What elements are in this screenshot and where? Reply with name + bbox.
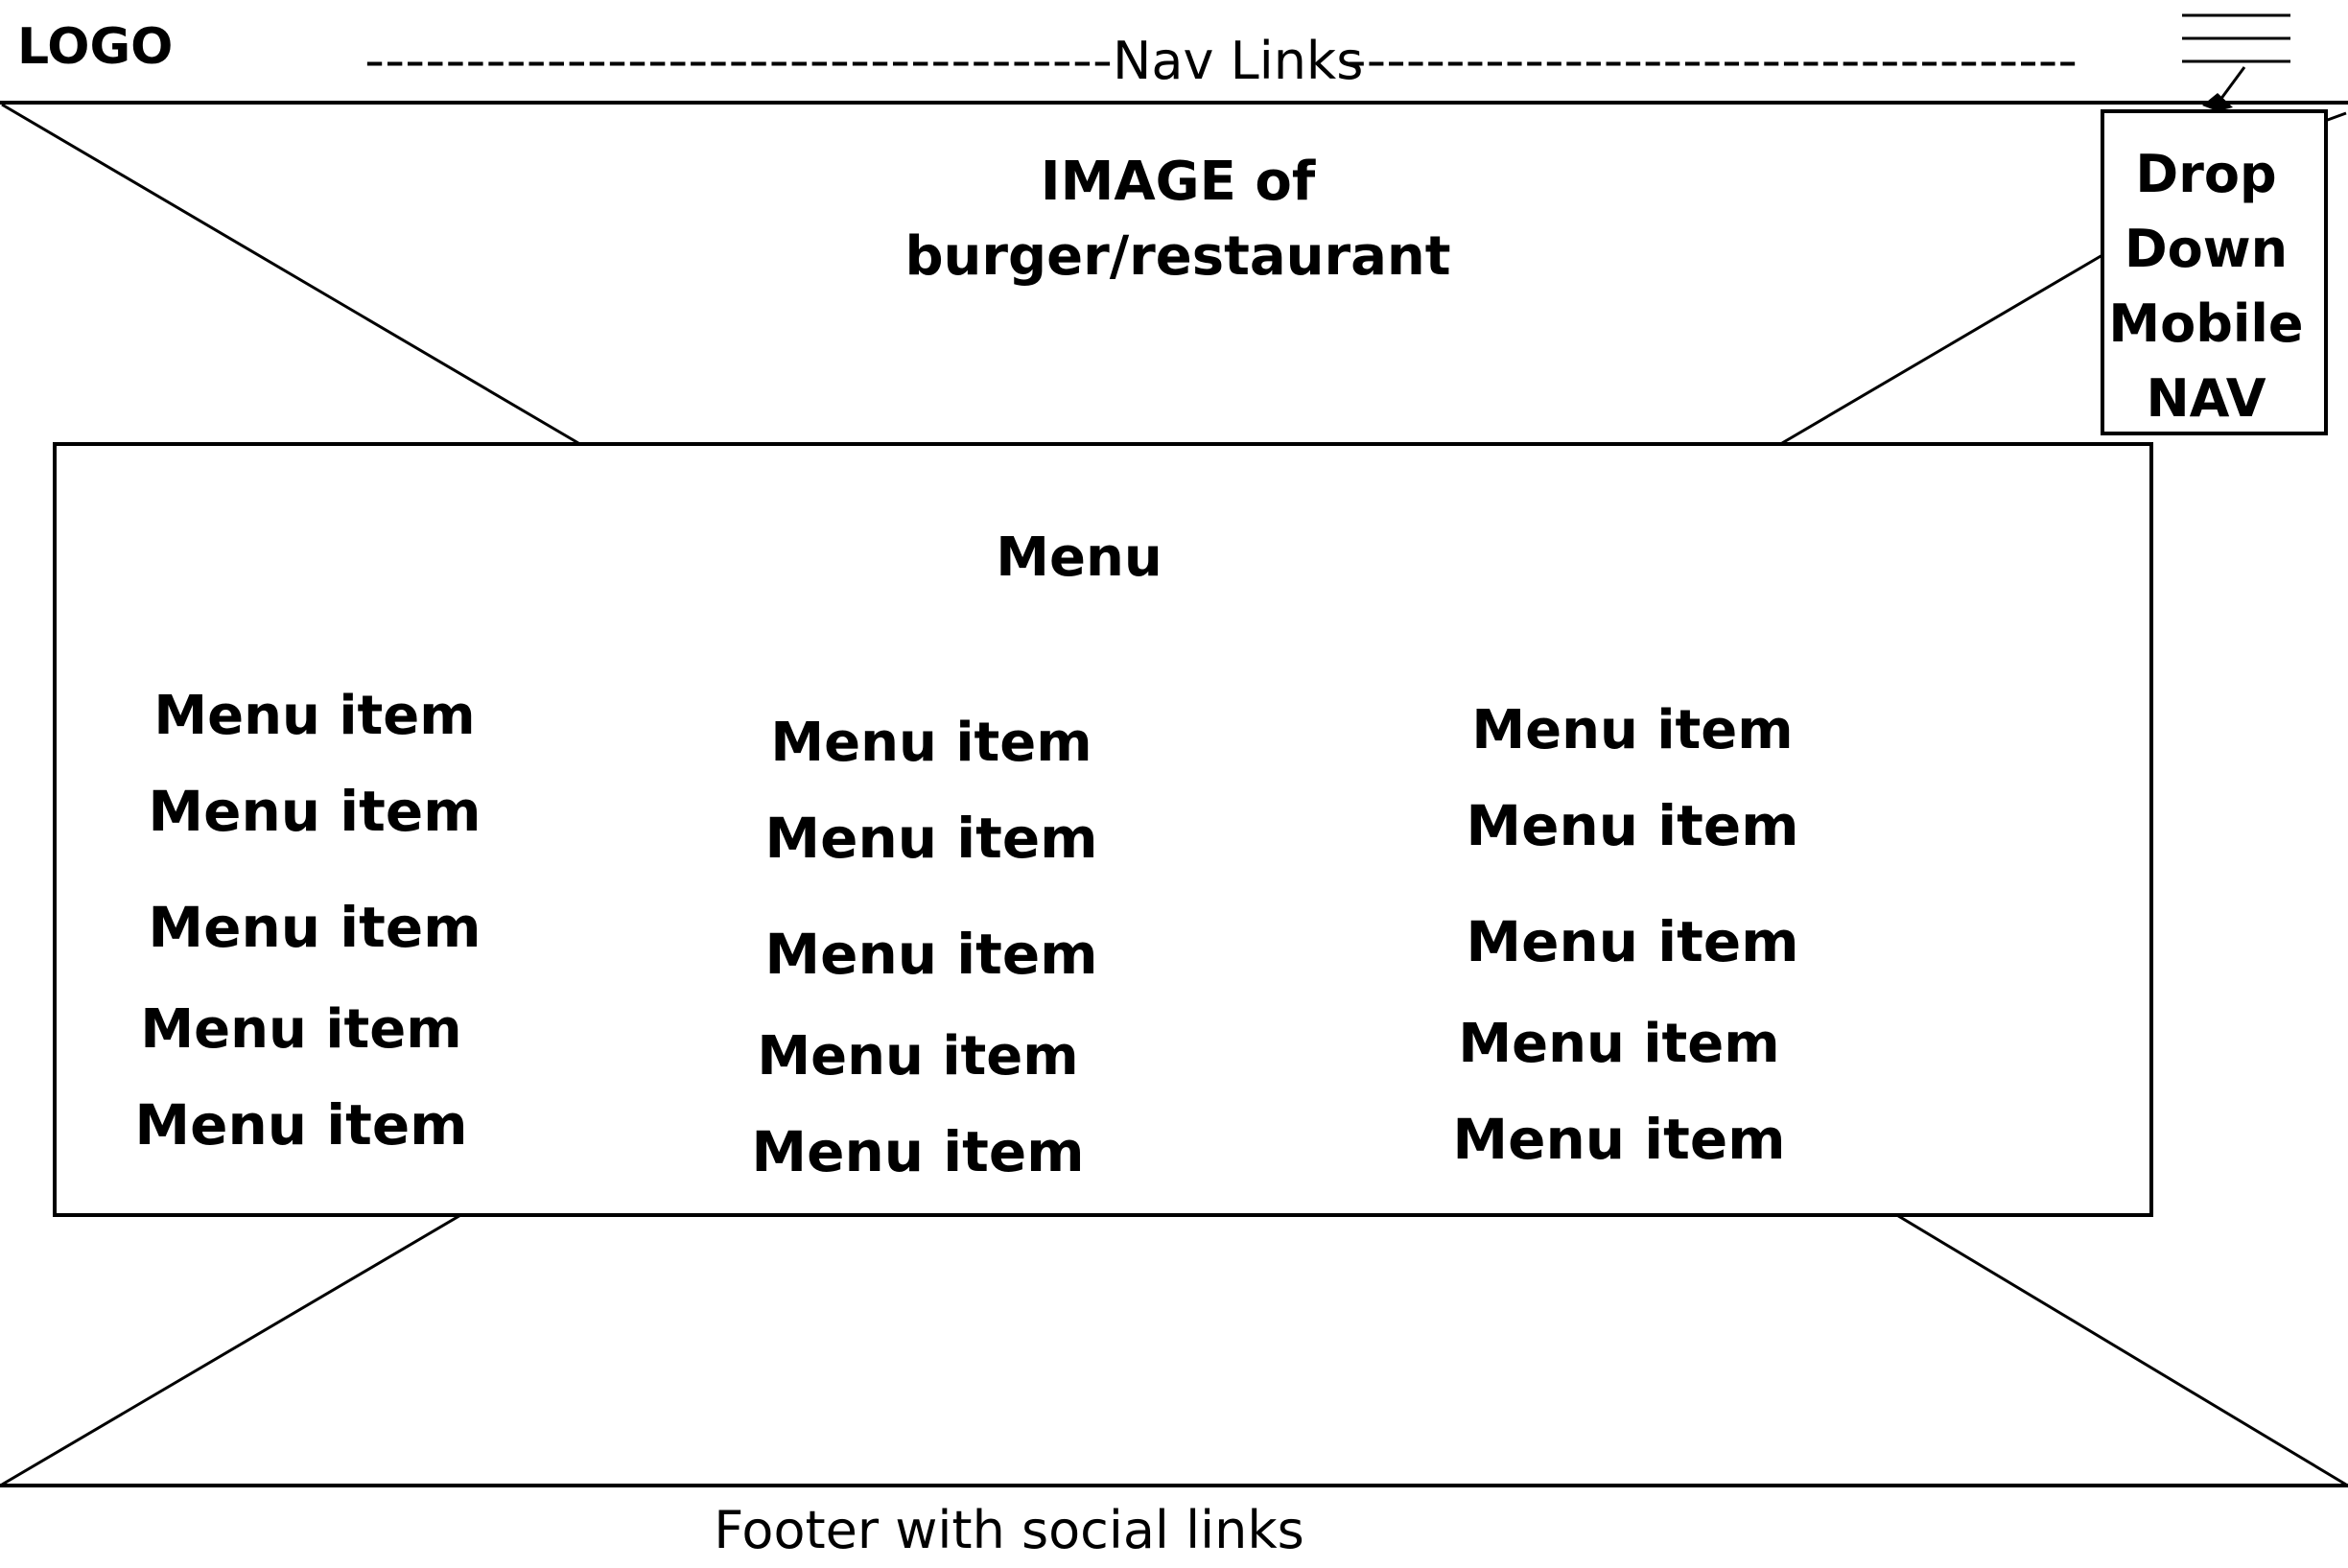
menu-item[interactable]: Menu item [770,712,1092,774]
menu-item[interactable]: Menu item [1466,909,1798,974]
nav-dashes-left: ------------------------------------- [364,33,1113,88]
menu-item[interactable]: Menu item [1471,699,1793,761]
hero-subtitle: burger/restaurant [904,225,1450,288]
menu-item[interactable]: Menu item [153,685,475,747]
menu-item[interactable]: Menu item [1458,1013,1779,1075]
nav-dashes-right: ------------------------------------- [1347,33,2078,88]
menu-section [53,442,2153,1217]
logo[interactable]: LOGO [17,18,173,76]
nav-links[interactable]: Nav Links [1113,31,1363,91]
dropdown-arrow [2202,66,2246,111]
menu-title: Menu [996,527,1162,589]
mobile-nav-line: Mobile [2108,293,2303,354]
menu-item[interactable]: Menu item [764,922,1097,987]
mobile-nav-line: Drop [2135,144,2276,204]
menu-item[interactable]: Menu item [1466,793,1798,858]
menu-item[interactable]: Menu item [1452,1107,1785,1172]
menu-item[interactable]: Menu item [148,895,481,960]
mobile-dropdown-nav[interactable]: Drop Down Mobile NAV [2101,109,2328,435]
menu-item[interactable]: Menu item [757,1025,1078,1088]
hero-title: IMAGE of [1041,151,1316,213]
menu-item[interactable]: Menu item [764,806,1097,871]
menu-item[interactable]: Menu item [134,1092,467,1158]
hero-image-placeholder [1,103,2347,1486]
hamburger-menu-icon[interactable] [2182,13,2290,63]
menu-item[interactable]: Menu item [148,779,481,844]
menu-item[interactable]: Menu item [140,998,461,1061]
menu-item[interactable]: Menu item [751,1119,1084,1184]
footer-text[interactable]: Footer with social links [714,1500,1303,1560]
mobile-nav-line: Down [2125,219,2288,279]
mobile-nav-line: NAV [2146,368,2266,429]
